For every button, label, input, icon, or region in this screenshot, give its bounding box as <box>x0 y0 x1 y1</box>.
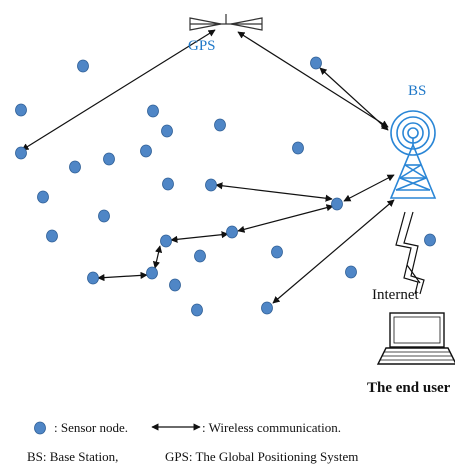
sensor-node <box>345 265 357 279</box>
legend-sensor-node-icon <box>34 421 46 435</box>
sensor-node <box>140 144 152 158</box>
end-user-label: The end user <box>367 380 451 396</box>
bs-label: BS <box>408 83 427 99</box>
wireless-link <box>215 182 333 202</box>
wireless-link <box>97 271 148 282</box>
sensor-node <box>424 233 436 247</box>
sensor-node <box>226 225 238 239</box>
sensor-nodes <box>15 56 436 317</box>
satellite-icon <box>189 14 263 31</box>
base-station-tower-icon <box>389 110 437 199</box>
sensor-node <box>15 103 27 117</box>
sensor-node <box>169 278 181 292</box>
sensor-node <box>103 152 115 166</box>
legend-abbrev-bs: BS: Base Station, <box>27 449 119 464</box>
sensor-node <box>69 160 81 174</box>
internet-label: Internet <box>372 287 419 303</box>
sensor-node <box>160 234 172 248</box>
sensor-node <box>146 266 158 280</box>
sensor-node <box>271 245 283 259</box>
sensor-node <box>98 209 110 223</box>
internet-link <box>406 264 421 284</box>
wireless-link <box>21 29 216 151</box>
laptop-icon <box>376 312 455 365</box>
lightning-bolt-icon <box>395 211 425 295</box>
sensor-node <box>15 146 27 160</box>
gps-label: GPS <box>188 38 216 54</box>
wireless-link <box>170 231 229 243</box>
sensor-node <box>87 271 99 285</box>
sensor-node <box>205 178 217 192</box>
sensor-node <box>46 229 58 243</box>
wireless-link <box>319 67 389 131</box>
wireless-links <box>21 29 421 304</box>
wireless-link <box>237 31 389 128</box>
wireless-link <box>152 245 163 269</box>
sensor-node <box>37 190 49 204</box>
wireless-link <box>272 199 395 304</box>
sensor-node <box>331 197 343 211</box>
sensor-node <box>310 56 322 70</box>
sensor-node <box>161 124 173 138</box>
sensor-node <box>194 249 206 263</box>
sensor-node <box>191 303 203 317</box>
wireless-link <box>343 174 395 202</box>
sensor-node <box>261 301 273 315</box>
sensor-node <box>214 118 226 132</box>
sensor-node <box>147 104 159 118</box>
legend-abbrev-gps: GPS: The Global Positioning System <box>165 449 359 464</box>
legend-wireless-text: : Wireless communication. <box>202 420 341 435</box>
wireless-link <box>237 204 334 233</box>
sensor-node <box>77 59 89 73</box>
sensor-node <box>292 141 304 155</box>
legend-sensor-node-text: : Sensor node. <box>54 420 129 435</box>
sensor-node <box>162 177 174 191</box>
